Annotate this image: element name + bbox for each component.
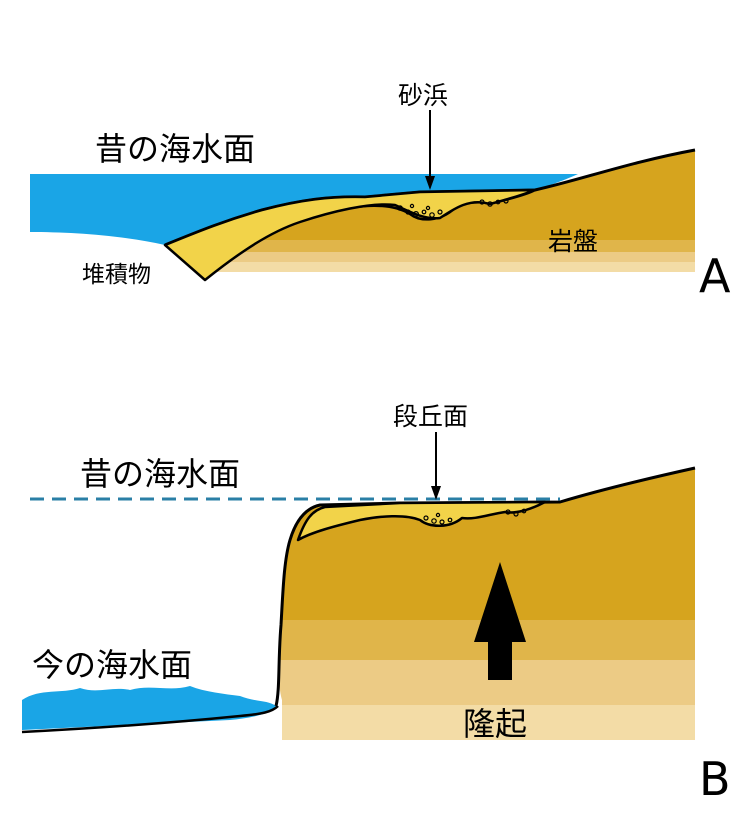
pebbles-a	[397, 198, 509, 218]
down-arrow-icon	[431, 432, 441, 500]
panel-letter-b: B	[699, 752, 731, 806]
panel-a: 昔の海水面 砂浜 岩盤 堆積物 A	[30, 81, 731, 303]
pebbles-b	[423, 508, 527, 525]
up-arrow-icon	[474, 562, 526, 680]
bedrock-label: 岩盤	[548, 227, 598, 256]
old-sea-level-label-b: 昔の海水面	[80, 455, 240, 493]
terrace-sediment-b	[296, 500, 547, 542]
panel-b: 段丘面 昔の海水面 今の海水面 隆起 B	[21, 402, 731, 806]
current-sea-level-label: 今の海水面	[32, 646, 192, 684]
panel-letter-a: A	[699, 249, 731, 303]
terrace-surface-label: 段丘面	[393, 402, 468, 431]
uplift-label: 隆起	[463, 705, 527, 743]
down-arrow-icon	[425, 110, 435, 190]
old-sea-level-label-a: 昔の海水面	[95, 130, 255, 168]
sediment-label: 堆積物	[82, 262, 151, 288]
sand-beach-label: 砂浜	[398, 81, 448, 110]
old-sea-water-a	[30, 174, 578, 245]
